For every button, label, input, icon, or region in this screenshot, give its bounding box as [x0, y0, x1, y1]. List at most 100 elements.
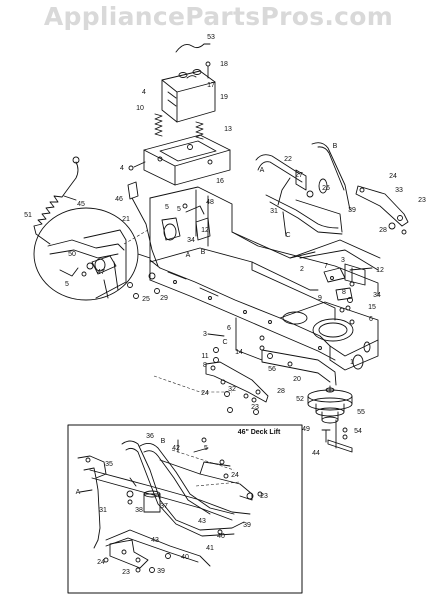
callout-24a: 24: [389, 173, 397, 180]
callout-33: 33: [395, 187, 403, 194]
callout-40b: 40: [181, 554, 189, 561]
idler-bracket-stud: [327, 419, 353, 453]
callout-5a: 5: [165, 204, 169, 211]
callout-38: 38: [135, 507, 143, 514]
callout-53: 53: [207, 34, 215, 41]
callout-4a: 4: [142, 89, 146, 96]
lift-link: [355, 185, 409, 227]
inset-title: 46" Deck Lift: [238, 429, 281, 436]
callout-48: 48: [206, 199, 214, 206]
front-frame-plate: [279, 301, 379, 371]
callout-32: 32: [228, 386, 236, 393]
callout-24d: 24: [97, 559, 105, 566]
callout-26: 26: [322, 185, 330, 192]
lift-arm-lower: [205, 361, 269, 403]
hardware: [127, 267, 373, 415]
callout-18: 18: [220, 61, 228, 68]
callout-23a: 23: [418, 197, 426, 204]
callout-27: 27: [295, 172, 303, 179]
callout-46: 46: [115, 196, 123, 203]
spring-left: [154, 113, 163, 137]
callout-12a: 12: [201, 227, 209, 234]
callout-24c: 24: [231, 472, 239, 479]
callout-A3: A: [76, 489, 81, 496]
callout-10: 10: [136, 105, 144, 112]
callout-7: 7: [324, 263, 328, 270]
callout-39b: 39: [243, 522, 251, 529]
callout-50: 50: [68, 251, 76, 258]
callout-45: 45: [77, 201, 85, 208]
callout-A1: A: [260, 167, 265, 174]
callout-40a: 40: [217, 533, 225, 540]
callout-23b: 23: [251, 404, 259, 411]
callout-19: 19: [220, 94, 228, 101]
callout-B1: B: [333, 143, 338, 150]
callout-23c: 23: [260, 493, 268, 500]
detail-inset-circle: [33, 207, 151, 301]
callout-47: 47: [97, 269, 105, 276]
callout-A2: A: [186, 252, 191, 259]
callout-5d: 5: [204, 445, 208, 452]
callout-43b: 43: [151, 537, 159, 544]
callout-16: 16: [216, 178, 224, 185]
frame-right-rail: [231, 231, 381, 321]
callout-52: 52: [296, 396, 304, 403]
callout-20: 20: [293, 376, 301, 383]
callout-56: 56: [268, 366, 276, 373]
callout-49: 49: [302, 426, 310, 433]
callout-13: 13: [224, 126, 232, 133]
callout-15: 15: [368, 304, 376, 311]
callout-43a: 43: [198, 518, 206, 525]
callout-51: 51: [24, 212, 32, 219]
callout-35: 35: [105, 461, 113, 468]
callout-12b: 12: [376, 267, 384, 274]
spring-right: [195, 121, 204, 140]
callout-42: 42: [172, 445, 180, 452]
callout-29: 29: [160, 295, 168, 302]
callout-6b: 6: [227, 325, 231, 332]
callout-C1: C: [285, 232, 290, 239]
battery-tray: [143, 134, 231, 186]
callout-3b: 3: [203, 331, 207, 338]
callout-11: 11: [201, 353, 208, 360]
callout-28b: 28: [277, 388, 285, 395]
callout-54: 54: [354, 428, 362, 435]
callout-37: 37: [160, 503, 168, 510]
callout-14: 14: [235, 349, 243, 356]
callout-36: 36: [146, 433, 154, 440]
callout-3a: 3: [341, 257, 345, 264]
callout-4b: 4: [120, 165, 124, 172]
callout-44: 44: [312, 450, 320, 457]
lift-lever-right: [255, 142, 351, 237]
callout-34a: 34: [187, 237, 195, 244]
pulley-bolt: [321, 429, 331, 443]
callout-41: 41: [206, 545, 214, 552]
callout-39c: 39: [157, 568, 165, 575]
callout-23d: 23: [122, 569, 130, 576]
callout-17: 17: [207, 82, 215, 89]
idler-pulley: [307, 385, 353, 424]
callout-39a: 39: [348, 207, 356, 214]
callout-31a: 31: [270, 208, 278, 215]
deck-lift-inset: [67, 424, 303, 594]
callout-2: 2: [300, 266, 304, 273]
watermark-text: AppliancePartsPros.com: [43, 2, 394, 31]
callout-28a: 28: [379, 227, 387, 234]
battery: [161, 69, 216, 123]
callout-6a: 6: [369, 316, 373, 323]
pedal-bracket: [161, 203, 211, 241]
callout-34b: 34: [373, 292, 381, 299]
callout-22: 22: [284, 156, 292, 163]
callout-21: 21: [122, 216, 130, 223]
frame-left-rail: [149, 186, 379, 361]
callout-B2: B: [201, 249, 206, 256]
callout-24b: 24: [201, 390, 209, 397]
callout-C2: C: [222, 339, 227, 346]
brake-spring: [33, 156, 80, 245]
callout-25: 25: [142, 296, 150, 303]
battery-cable: [175, 43, 211, 53]
shift-rod: [127, 181, 159, 267]
frame-side-bracket: [235, 317, 337, 386]
callout-8b: 8: [203, 362, 207, 369]
